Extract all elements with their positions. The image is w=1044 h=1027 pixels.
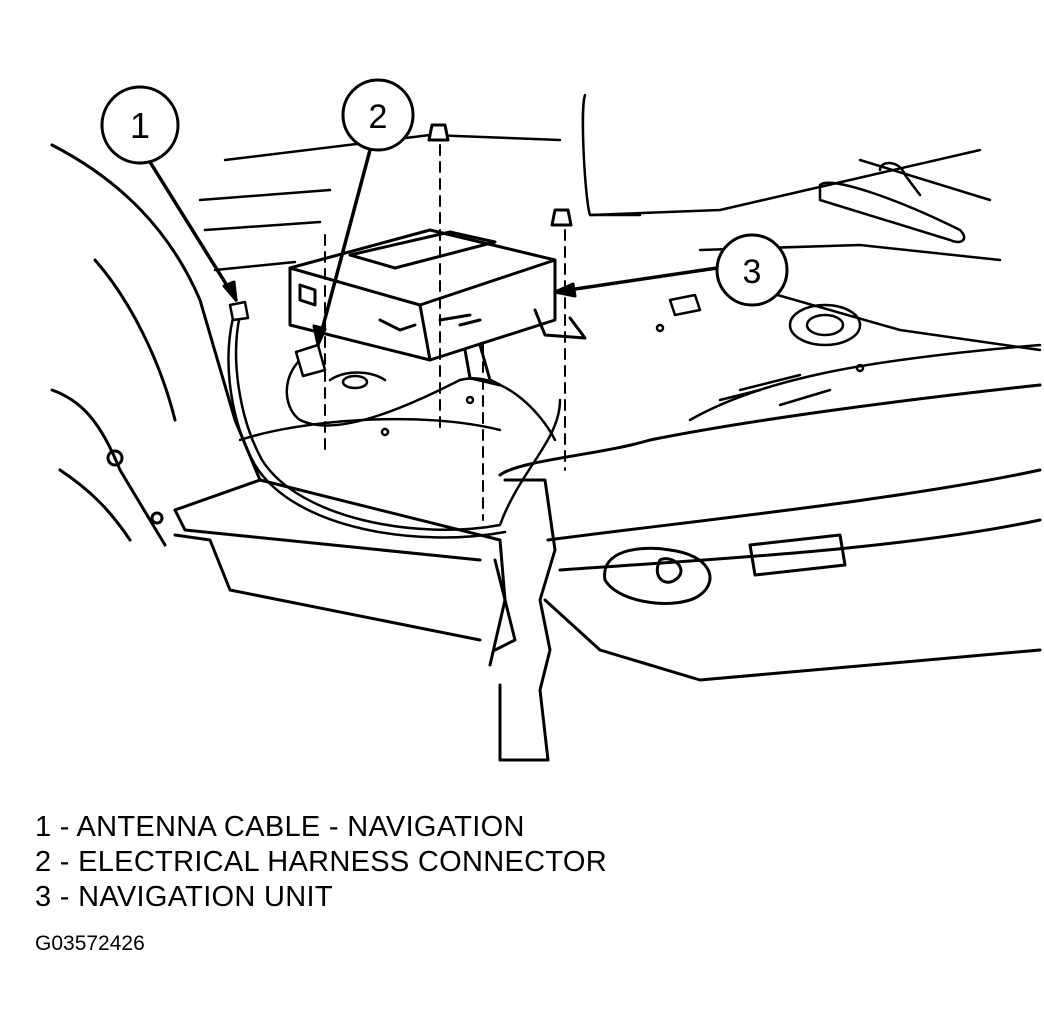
callout-2: 2	[312, 78, 415, 347]
mounting-bolts	[324, 123, 573, 521]
antenna-cable-illustration	[227, 300, 562, 539]
callout-2-number: 2	[369, 98, 388, 136]
callout-1: 1	[100, 85, 238, 302]
legend-item-1: 1 - ANTENNA CABLE - NAVIGATION	[35, 811, 525, 843]
callout-1-number: 1	[130, 105, 150, 146]
callout-3: 3	[553, 233, 789, 307]
navigation-unit-diagram: 1 2 3	[50, 78, 1042, 762]
floor-panel	[198, 93, 1042, 442]
legend-item-2: 2 - ELECTRICAL HARNESS CONNECTOR	[35, 846, 607, 878]
legend-item-3: 3 - NAVIGATION UNIT	[35, 881, 333, 913]
callout-3-number: 3	[743, 253, 762, 291]
navigation-unit-illustration	[288, 228, 587, 387]
figure-id: G03572426	[35, 932, 145, 955]
left-body-panel	[50, 143, 262, 547]
crossmember	[173, 383, 1042, 762]
